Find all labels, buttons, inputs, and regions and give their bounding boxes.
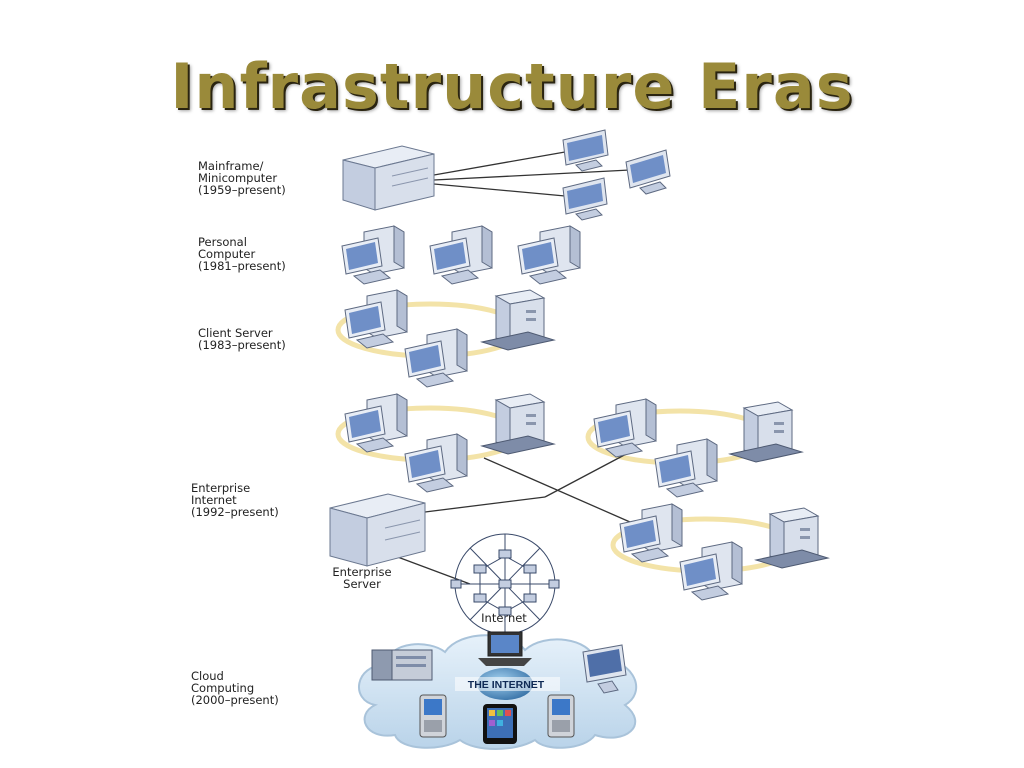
mainframe-links [433,151,631,197]
page-title: Infrastructure Eras [170,50,854,123]
enterprise-links [394,451,631,585]
pc-icon [679,541,743,601]
pc-icon [344,289,408,349]
server-tower-icon [481,289,555,351]
pc-icon [593,398,657,458]
internet-label: Internet [481,611,527,625]
pc-icon [344,393,408,453]
enterprise-server-label: Enterprise Server [332,565,392,591]
era-label-personal-computer: Personal Computer (1981–present) [198,235,286,273]
handheld-device-icon [419,694,447,738]
server-tower-icon [755,507,829,569]
pc-icon [341,225,405,285]
terminal-icon [562,129,609,172]
pc-icon [654,438,718,498]
pc-icon [404,433,468,493]
laptop-icon [478,631,532,666]
enterprise-server-icon [329,493,426,567]
smartphone-icon [483,704,517,744]
terminal-icon [625,149,671,195]
pc-icon [429,225,493,285]
era-label-enterprise-internet: Enterprise Internet (1992–present) [191,481,279,519]
server-tower-icon [481,393,555,455]
pc-icon [404,328,468,388]
cloud-server-icon [371,649,433,681]
era-label-cloud-computing: Cloud Computing (2000–present) [191,669,279,707]
era-label-client-server: Client Server (1983–present) [198,326,286,352]
the-internet-label: THE INTERNET [468,679,545,691]
server-tower-icon [729,401,803,463]
terminal-icon [562,177,608,221]
pc-icon [517,225,581,285]
pc-icon [619,503,683,563]
cloud-monitor-icon [582,644,627,694]
mainframe-icon [342,145,435,211]
handheld-device-icon [547,694,575,738]
era-label-mainframe: Mainframe/ Minicomputer (1959–present) [198,159,286,197]
internet-globe-icon [450,533,560,635]
internet-globe-icon [455,668,560,700]
